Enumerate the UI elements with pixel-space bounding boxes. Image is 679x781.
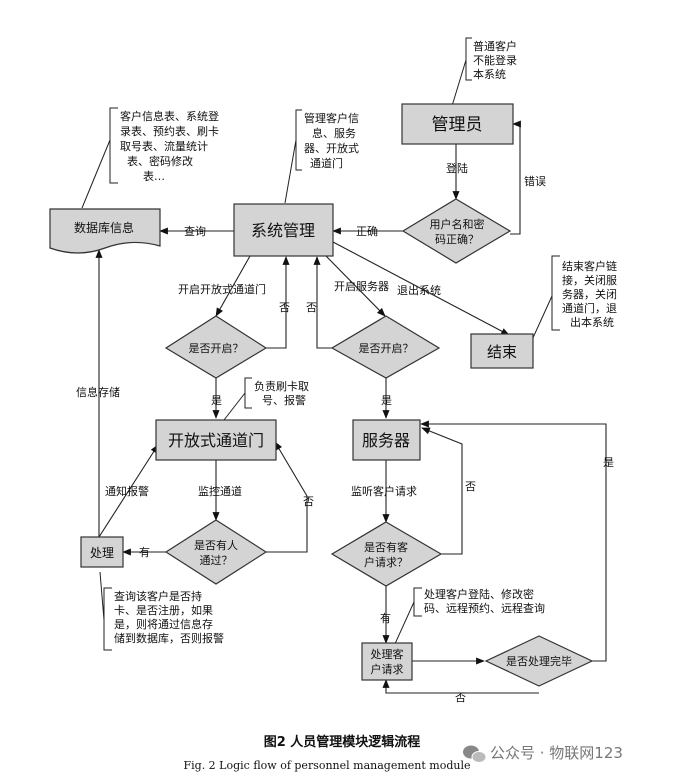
- connectors: [95, 120, 607, 694]
- handle-note-line-2: 卡、是否注册，如果: [114, 603, 213, 617]
- handle-note: 查询该客户是否持 卡、是否注册，如果 是，则将通过信息存 储到数据库，否则报警: [114, 589, 224, 645]
- handle-request-line-2: 户请求: [371, 662, 404, 676]
- end-note-line-3: 务器，关闭: [562, 287, 617, 301]
- edge-notify: 通知报警: [105, 484, 149, 498]
- edge-has-person: 有: [139, 545, 150, 559]
- edge-no-request: 否: [465, 480, 476, 493]
- handle-label: 处理: [90, 546, 114, 560]
- system-note-line-2: 息、服务: [312, 126, 356, 140]
- edge-not-done: 否: [455, 691, 466, 704]
- system-note: 管理客户信 息、服务 器、开放式 通道门: [304, 111, 359, 170]
- edge-open-gate: 开启开放式通道门: [178, 282, 266, 296]
- system-box: 系统管理: [233, 203, 334, 257]
- edge-done-yes: 是: [603, 456, 614, 469]
- gate-note-line-1: 负责刷卡取: [254, 379, 309, 393]
- edge-no-person: 否: [303, 495, 314, 508]
- system-note-line-4: 通道门: [310, 156, 343, 170]
- handle-request-box: 处理客 户请求: [361, 642, 413, 681]
- end-label: 结束: [487, 343, 517, 361]
- db-doc: 数据库信息: [49, 208, 161, 254]
- admin-label: 管理员: [432, 115, 483, 135]
- edge-correct: 正确: [356, 225, 378, 238]
- edge-open-server: 开启服务器: [334, 280, 389, 293]
- request-note: 处理客户登陆、修改密 码、远程预约、远程查询: [424, 587, 545, 615]
- gate-open-decision: 是否开启？: [164, 315, 268, 379]
- edge-login: 登陆: [446, 161, 468, 175]
- admin-box: 管理员: [401, 103, 514, 145]
- credentials-line-1: 用户名和密: [430, 217, 485, 231]
- done-decision: 是否处理完毕: [484, 635, 594, 687]
- edge-no-server: 否: [306, 301, 317, 314]
- db-label: 数据库信息: [74, 220, 134, 235]
- handle-note-line-3: 是，则将通过信息存: [114, 617, 213, 631]
- admin-note-line-2: 不能登录: [473, 53, 517, 67]
- system-note-line-3: 器、开放式: [304, 141, 359, 155]
- request-note-line-1: 处理客户登陆、修改密: [424, 587, 534, 601]
- handle-note-line-4: 储到数据库，否则报警: [114, 631, 224, 645]
- credentials-decision: 用户名和密 码正确？: [401, 198, 512, 264]
- gate-box: 开放式通道门: [155, 419, 277, 461]
- caption: 图2 人员管理模块逻辑流程 Fig. 2 Logic flow of perso…: [184, 734, 471, 772]
- edge-yes-gate: 是: [211, 394, 222, 407]
- person-pass-line-1: 是否有人: [194, 538, 238, 552]
- system-label: 系统管理: [251, 221, 315, 240]
- gate-note-line-2: 号、报警: [262, 393, 306, 407]
- end-note: 结束客户链 接，关闭服 务器，关闭 通道门，退 出本系统: [562, 259, 617, 329]
- handle-note-line-1: 查询该客户是否持: [114, 589, 202, 603]
- person-pass-decision: 是否有人 通过？: [164, 519, 268, 585]
- note-brackets: [81, 37, 560, 651]
- edge-monitor: 监控通道: [198, 484, 242, 498]
- gate-open-label: 是否开启？: [189, 342, 244, 355]
- client-request-decision: 是否有客 户请求？: [330, 521, 443, 587]
- db-note: 客户信息表、系统登 录表、预约表、刷卡 取号表、流量统计 表、密码修改 表…: [120, 109, 219, 183]
- edge-error: 错误: [524, 174, 546, 188]
- end-note-line-1: 结束客户链: [562, 259, 617, 273]
- db-note-line-3: 取号表、流量统计: [120, 139, 208, 153]
- handle-request-line-1: 处理客: [371, 647, 404, 661]
- edge-exit: 退出系统: [397, 283, 441, 297]
- end-note-line-4: 通道门，退: [562, 301, 617, 315]
- edge-listen: 监听客户请求: [351, 484, 417, 498]
- admin-note: 普通客户 不能登录 本系统: [473, 39, 517, 81]
- end-note-line-2: 接，关闭服: [562, 273, 617, 287]
- handle-box: 处理: [80, 536, 124, 568]
- edge-no-gate: 否: [279, 301, 290, 314]
- edge-yes-server: 是: [381, 394, 392, 407]
- done-label: 是否处理完毕: [506, 654, 572, 668]
- db-note-line-2: 录表、预约表、刷卡: [120, 124, 219, 138]
- caption-en: Fig. 2 Logic flow of personnel managemen…: [184, 759, 471, 772]
- system-note-line-1: 管理客户信: [304, 111, 359, 125]
- caption-cn: 图2 人员管理模块逻辑流程: [264, 734, 421, 750]
- end-box: 结束: [470, 333, 534, 369]
- server-open-label: 是否开启？: [359, 342, 414, 355]
- db-note-line-1: 客户信息表、系统登: [120, 109, 219, 123]
- edge-has-request: 有: [380, 611, 391, 625]
- client-request-line-1: 是否有客: [364, 540, 408, 554]
- end-note-line-5: 出本系统: [570, 315, 614, 329]
- watermark: 公众号 · 物联网123: [463, 744, 623, 763]
- credentials-line-2: 码正确？: [435, 233, 479, 246]
- person-pass-line-2: 通过？: [200, 554, 233, 567]
- server-label: 服务器: [362, 431, 410, 450]
- edge-labels: 登陆 错误 正确 查询 开启开放式通道门 开启服务器 退出系统 否 否 是 是 …: [76, 161, 614, 704]
- db-note-line-5: 表…: [143, 169, 165, 183]
- admin-note-line-1: 普通客户: [473, 39, 517, 53]
- wechat-icon: [463, 745, 487, 763]
- client-request-line-2: 户请求？: [364, 555, 408, 569]
- gate-label: 开放式通道门: [168, 431, 264, 450]
- gate-note: 负责刷卡取 号、报警: [254, 379, 309, 407]
- watermark-text: 公众号 · 物联网123: [490, 744, 623, 762]
- request-note-line-2: 码、远程预约、远程查询: [424, 601, 545, 615]
- server-box: 服务器: [352, 419, 421, 461]
- db-note-line-4: 表、密码修改: [127, 154, 193, 168]
- server-open-decision: 是否开启？: [330, 315, 441, 379]
- admin-note-line-3: 本系统: [473, 67, 506, 81]
- edge-query: 查询: [184, 224, 206, 238]
- edge-store: 信息存储: [76, 385, 120, 399]
